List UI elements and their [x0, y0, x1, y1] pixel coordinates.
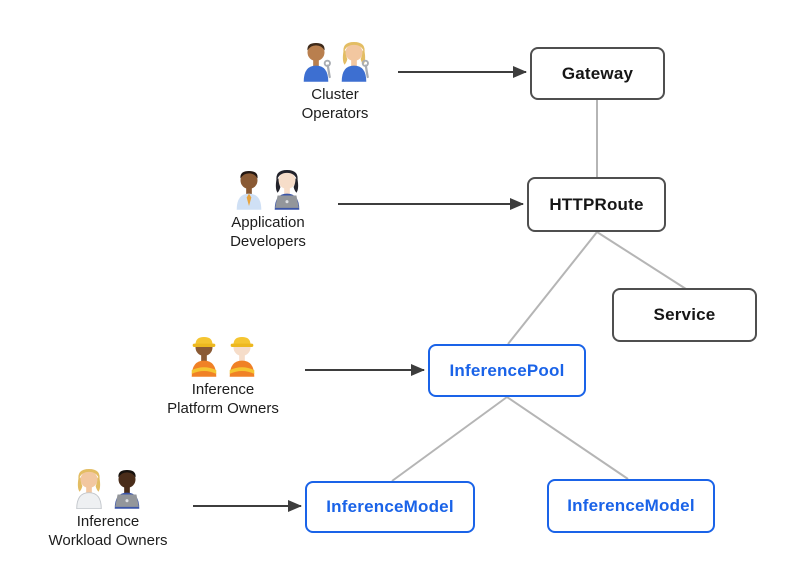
- persona-label-line: Cluster: [311, 86, 359, 103]
- persona-label-line: Application: [231, 214, 305, 231]
- woman-technologist-icon: [270, 166, 304, 210]
- persona-inference-workload-owners: Inference Workload Owners: [23, 465, 193, 550]
- persona-label: Inference Workload Owners: [49, 512, 168, 550]
- node-inferencemodel-left-label: InferenceModel: [326, 497, 454, 516]
- node-service-label: Service: [653, 305, 716, 324]
- inference-platform-owners-icons: [187, 333, 259, 377]
- persona-label: Cluster Operators: [302, 85, 369, 123]
- persona-label-line: Operators: [301, 105, 369, 122]
- man-office-worker-icon: [232, 166, 266, 210]
- persona-inference-platform-owners: Inference Platform Owners: [138, 333, 308, 418]
- edge-inferencepool-inferencemodel-right: [506, 396, 629, 480]
- persona-label-line: Platform Owners: [167, 400, 279, 417]
- persona-application-developers: Application Developers: [183, 166, 353, 251]
- persona-label-line: Developers: [230, 233, 306, 250]
- inference-workload-owners-icons: [72, 465, 144, 510]
- node-gateway: Gateway: [530, 47, 665, 100]
- man-technologist-icon: [110, 465, 144, 509]
- man-mechanic-icon: [299, 38, 333, 82]
- node-inferencepool-label: InferencePool: [449, 360, 565, 380]
- man-construction-worker-icon: [225, 333, 259, 377]
- cluster-operators-icons: [299, 38, 371, 82]
- node-gateway-label: Gateway: [561, 63, 634, 83]
- persona-label: Inference Platform Owners: [167, 380, 279, 418]
- application-developers-icons: [232, 166, 304, 210]
- node-inferencemodel-right: InferenceModel: [547, 479, 715, 533]
- edge-inferencepool-inferencemodel-left: [391, 396, 508, 482]
- edge-httproute-inferencepool: [507, 231, 598, 345]
- persona-label: Application Developers: [230, 213, 306, 251]
- health-worker-icon: [72, 465, 106, 510]
- persona-label-line: Inference: [191, 381, 255, 398]
- edge-httproute-service: [596, 231, 687, 290]
- woman-construction-worker-icon: [187, 333, 221, 377]
- node-httproute-label: HTTPRoute: [549, 194, 644, 214]
- persona-label-line: Inference: [76, 513, 140, 530]
- node-service: Service: [612, 288, 757, 342]
- persona-label-line: Workload Owners: [48, 532, 168, 549]
- node-httproute: HTTPRoute: [527, 177, 666, 232]
- woman-mechanic-icon: [337, 38, 371, 82]
- persona-cluster-operators: Cluster Operators: [250, 38, 420, 123]
- node-inferencepool: InferencePool: [428, 344, 586, 397]
- node-inferencemodel-right-label: InferenceModel: [567, 496, 695, 515]
- node-inferencemodel-left: InferenceModel: [305, 481, 475, 533]
